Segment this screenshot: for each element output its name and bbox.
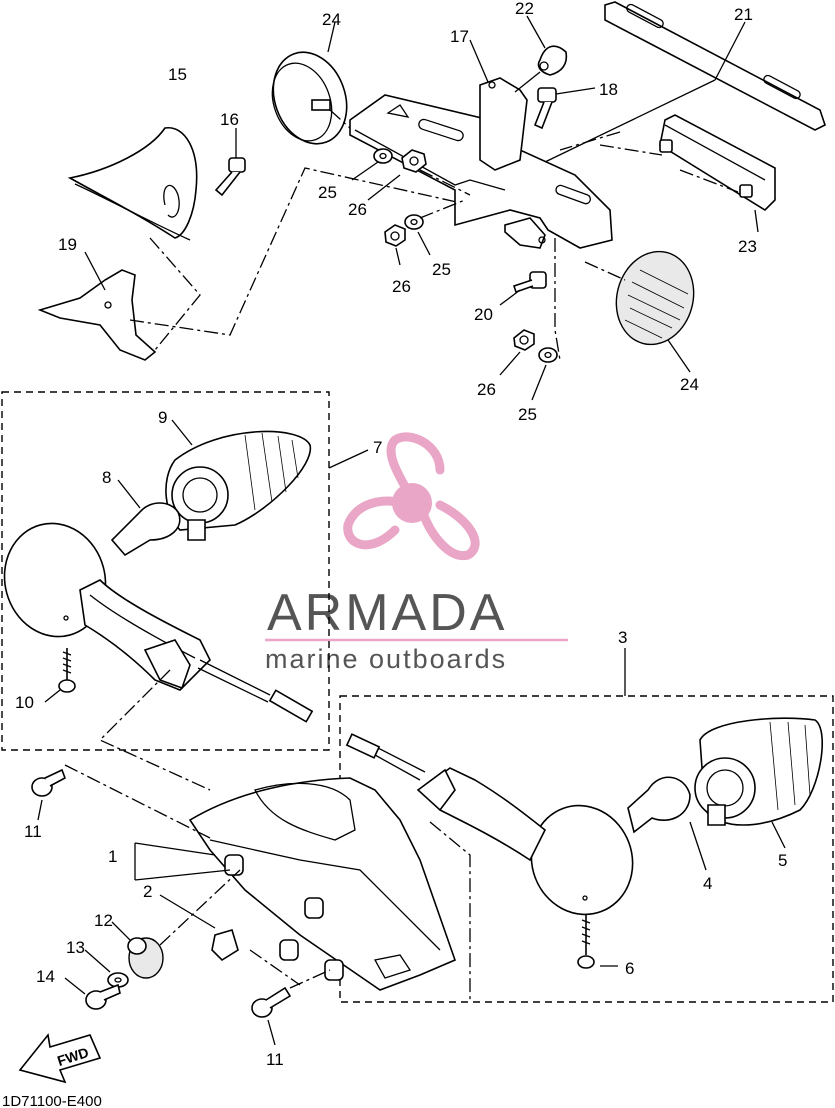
assembly-7-boundary [1,391,330,751]
washer-25a-part [373,148,393,164]
callout-c16: 16 [220,110,239,129]
stay-19-part [37,269,157,361]
rear-cover-part [67,127,198,241]
propeller-logo-icon [343,432,480,561]
round-reflector-24-bottom-part [615,250,695,346]
screw-10-part [58,648,76,693]
nut-26c-part [513,329,535,351]
callout-c1: 1 [108,847,117,866]
callout-c25b: 25 [432,260,451,279]
callout-c8: 8 [102,468,111,487]
bulb-8-part [110,502,181,557]
callout-c3: 3 [618,628,627,647]
callout-c26b: 26 [392,277,411,296]
callout-c21: 21 [734,5,753,24]
callout-c10: 10 [15,693,34,712]
screw-6-part [577,915,595,969]
callout-c25c: 25 [518,405,537,424]
signal-housing-right-part [345,733,634,916]
callout-c18: 18 [599,80,618,99]
cap-22-part [537,45,568,76]
callout-c24b: 24 [680,375,699,394]
callout-c25a: 25 [318,183,337,202]
callout-c24a: 24 [322,10,341,29]
bulb-2-part [211,929,239,962]
bolt-11-lower-part [251,986,292,1018]
callout-c26a: 26 [348,200,367,219]
bolt-14-part [85,983,121,1010]
callout-c6: 6 [625,959,634,978]
signal-housing-left-part [3,522,314,723]
lens-9-part [165,430,312,541]
reflector-23-part [659,114,776,212]
callout-c9: 9 [158,408,167,427]
washer-25b-part [404,214,424,230]
callout-c15: 15 [168,65,187,84]
license-bracket-17-part [349,77,613,249]
callout-c12: 12 [94,911,113,930]
forward-arrow-icon: FWD [18,1033,102,1084]
diagram-code: 1D71100-E400 [2,1093,102,1108]
nut-26b-part [384,224,406,247]
callout-c22: 22 [515,0,534,18]
grommet-12-part [127,937,164,979]
bolt-11-upper-part [31,768,66,797]
callout-numbers: 1234567891011111213141516171819202122232… [15,0,787,1069]
nut-26a-part [401,149,427,173]
watermark-name: ARMADA [267,584,507,642]
license-plate-holder-21-part [604,1,826,131]
callout-c2: 2 [143,882,152,901]
watermark-tagline: marine outboards [265,644,507,674]
callout-c26c: 26 [477,380,496,399]
round-reflector-24-top-part [271,51,348,145]
callout-c19: 19 [58,235,77,254]
callout-c14: 14 [36,967,55,986]
callout-c7: 7 [373,438,382,457]
callout-c23: 23 [738,237,757,256]
lens-5-part [694,717,823,826]
washer-25c-part [538,347,558,363]
callout-c11b: 11 [266,1050,284,1069]
bulb-4-part [627,776,691,834]
callout-c13: 13 [66,938,85,957]
bolt-18-part [533,87,557,130]
callout-c20: 20 [474,305,493,324]
bolt-20-part [512,271,547,294]
callout-c5: 5 [778,851,787,870]
callout-c11a: 11 [24,822,42,841]
bolt-16-part [214,157,246,197]
base-1-part [188,777,457,991]
watermark: ARMADA marine outboards [265,432,568,674]
callout-c4: 4 [703,874,712,893]
callout-c17: 17 [450,27,469,46]
